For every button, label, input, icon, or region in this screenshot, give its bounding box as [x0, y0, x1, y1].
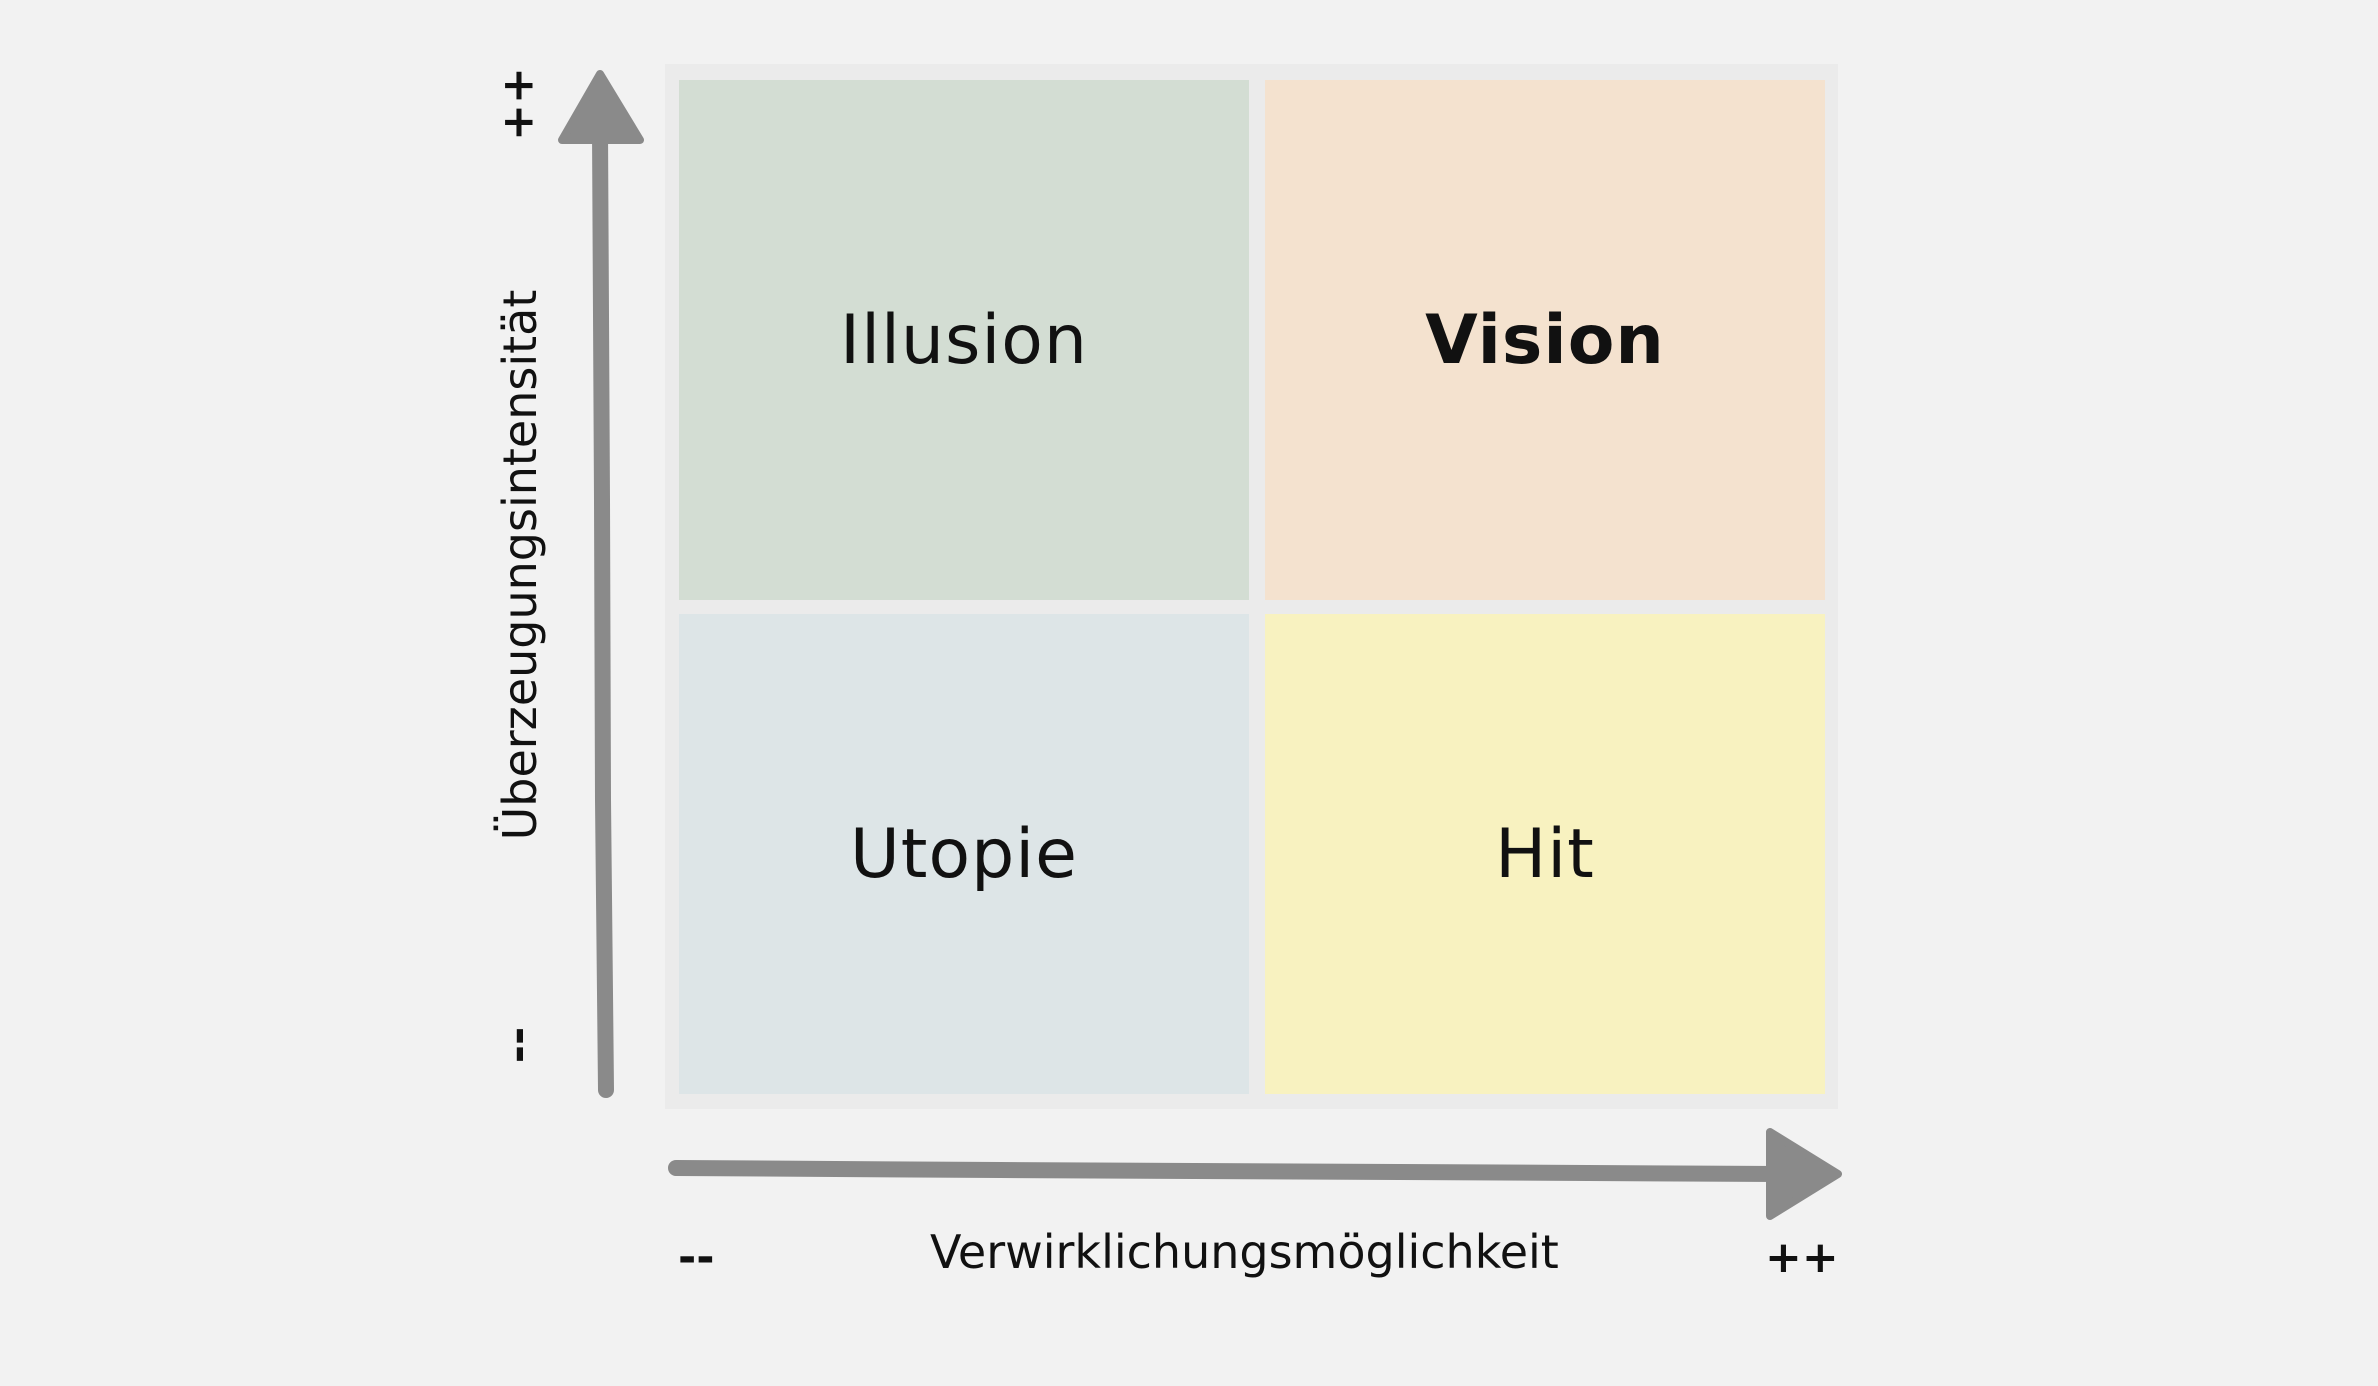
- quadrant-hit: Hit: [1265, 614, 1825, 1094]
- x-axis-arrowhead: [1766, 1128, 1842, 1220]
- quadrant-hit-label: Hit: [1495, 814, 1595, 894]
- quadrant-utopie-label: Utopie: [850, 814, 1078, 894]
- x-axis-line: [668, 1160, 1788, 1182]
- x-axis-title: Verwirklichungsmöglichkeit: [930, 1225, 1559, 1279]
- y-axis-high-label: ++: [492, 67, 544, 141]
- quadrant-vision-label: Vision: [1425, 300, 1665, 380]
- x-axis-low-label: --: [678, 1232, 715, 1283]
- quadrant-vision: Vision: [1265, 80, 1825, 600]
- x-axis-high-label: ++: [1765, 1232, 1839, 1283]
- quadrant-illusion-label: Illusion: [840, 300, 1088, 380]
- y-axis-low-label: --: [492, 1026, 544, 1064]
- y-axis-title: Überzeugungsintensität: [493, 289, 547, 841]
- quadrant-illusion: Illusion: [679, 80, 1249, 600]
- y-axis-line: [592, 122, 614, 1098]
- y-axis-arrowhead: [558, 70, 644, 144]
- quadrant-utopie: Utopie: [679, 614, 1249, 1094]
